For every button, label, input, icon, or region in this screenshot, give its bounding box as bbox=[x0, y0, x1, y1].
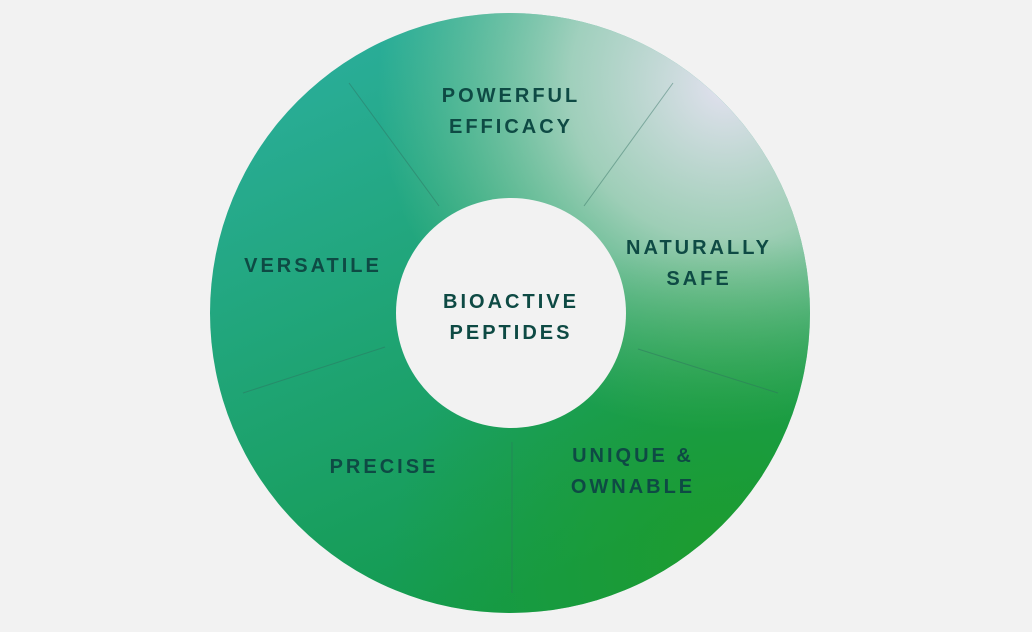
center-label-line2: PEPTIDES bbox=[450, 322, 573, 344]
segment-label-line2: OWNABLE bbox=[571, 476, 695, 498]
divider-top-left bbox=[348, 82, 440, 207]
segment-label-line2: SAFE bbox=[666, 268, 731, 290]
center-hole bbox=[396, 198, 626, 428]
center-label: BIOACTIVE PEPTIDES bbox=[443, 291, 579, 344]
segment-label-line1: UNIQUE & bbox=[572, 445, 694, 467]
segment-label-line1: NATURALLY bbox=[626, 237, 772, 259]
segment-powerful-efficacy: POWERFUL EFFICACY bbox=[442, 85, 580, 138]
segment-naturally-safe: NATURALLY SAFE bbox=[626, 237, 772, 290]
divider-top-right bbox=[583, 82, 674, 207]
segment-precise: PRECISE bbox=[330, 456, 439, 478]
divider-left bbox=[242, 346, 386, 394]
segment-dividers bbox=[242, 82, 779, 593]
segment-unique-ownable: UNIQUE & OWNABLE bbox=[571, 445, 695, 498]
segment-label-line2: EFFICACY bbox=[449, 116, 573, 138]
divider-right bbox=[637, 348, 779, 394]
segment-label-line1: VERSATILE bbox=[244, 255, 382, 277]
segment-label-line1: POWERFUL bbox=[442, 85, 580, 107]
segment-label-line1: PRECISE bbox=[330, 456, 439, 478]
center-label-line1: BIOACTIVE bbox=[443, 291, 579, 313]
segment-versatile: VERSATILE bbox=[244, 255, 382, 277]
